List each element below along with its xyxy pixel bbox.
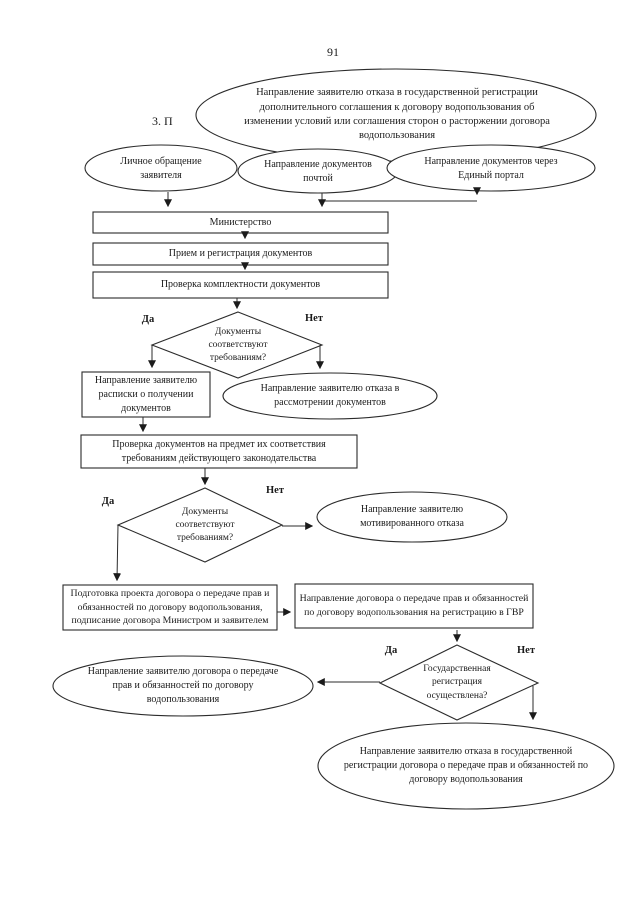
decision1-no-label: Нет — [305, 313, 323, 325]
contract-to-applicant-label: Направление заявителю договора о передач… — [87, 666, 279, 705]
ministry-label: Министерство — [209, 216, 272, 228]
gvr-label: Направление договора о передаче прав и о… — [299, 593, 529, 618]
contract-to-applicant-ellipse-shape — [52, 655, 314, 717]
decision3-label: Государственная регистрация осуществлена… — [423, 664, 491, 701]
top-refusal-ellipse-label: Направление заявителю отказа в государст… — [244, 87, 550, 142]
section-heading-fragment: 3. П — [152, 114, 173, 128]
decision3-no-label: Нет — [517, 645, 535, 657]
page-number: 91 — [327, 44, 339, 59]
lawcheck-rect-shape — [80, 434, 358, 469]
ministry-rect-shape — [92, 211, 389, 234]
documents-via-portal-ellipse-shape — [386, 144, 596, 192]
refusal-review-label: Направление заявителю отказа в рассмотре… — [260, 383, 400, 408]
decision2-no-label: Нет — [266, 485, 284, 497]
completeness-rect-shape — [92, 271, 389, 299]
reception-label: Прием и регистрация документов — [168, 248, 313, 260]
receipt-label: Направление заявителю расписки о получен… — [94, 375, 198, 414]
decision2-label: Документы соответствуют требованиям? — [175, 506, 235, 544]
documents-via-portal-label: Направление документов через Единый порт… — [424, 155, 558, 181]
documents-by-mail-label: Направление документов почтой — [264, 158, 372, 184]
receipt-rect-shape — [81, 371, 211, 418]
decision1-yes-label: Да — [141, 314, 155, 326]
lawcheck-label: Проверка документов на предмет их соотве… — [112, 438, 326, 464]
decision2-diamond-shape — [116, 487, 284, 563]
registration-refusal-ellipse-shape — [317, 722, 615, 810]
draft-contract-label: Подготовка проекта договора о передаче п… — [70, 588, 270, 627]
reception-rect-shape — [92, 242, 389, 266]
personal-application-label: Личное обращение заявителя — [120, 155, 202, 181]
personal-application-ellipse-shape — [84, 144, 238, 192]
registration-refusal-label: Направление заявителю отказа в государст… — [343, 746, 589, 785]
decision2-yes-label: Да — [101, 496, 115, 508]
decision1-label: Документы соответствуют требованиям? — [208, 326, 268, 364]
decision3-diamond-shape — [378, 644, 540, 721]
draft-contract-rect-shape — [62, 584, 278, 631]
gvr-rect-shape — [294, 583, 534, 629]
decision1-diamond-shape — [150, 311, 324, 379]
motivated-refusal-ellipse-shape — [316, 491, 508, 543]
refusal-review-ellipse-shape — [222, 372, 438, 420]
decision3-yes-label: Да — [384, 645, 398, 657]
motivated-refusal-label: Направление заявителю мотивированного от… — [360, 504, 464, 529]
decision2-yes-arrow — [113, 524, 122, 582]
completeness-label: Проверка комплектности документов — [160, 279, 321, 291]
